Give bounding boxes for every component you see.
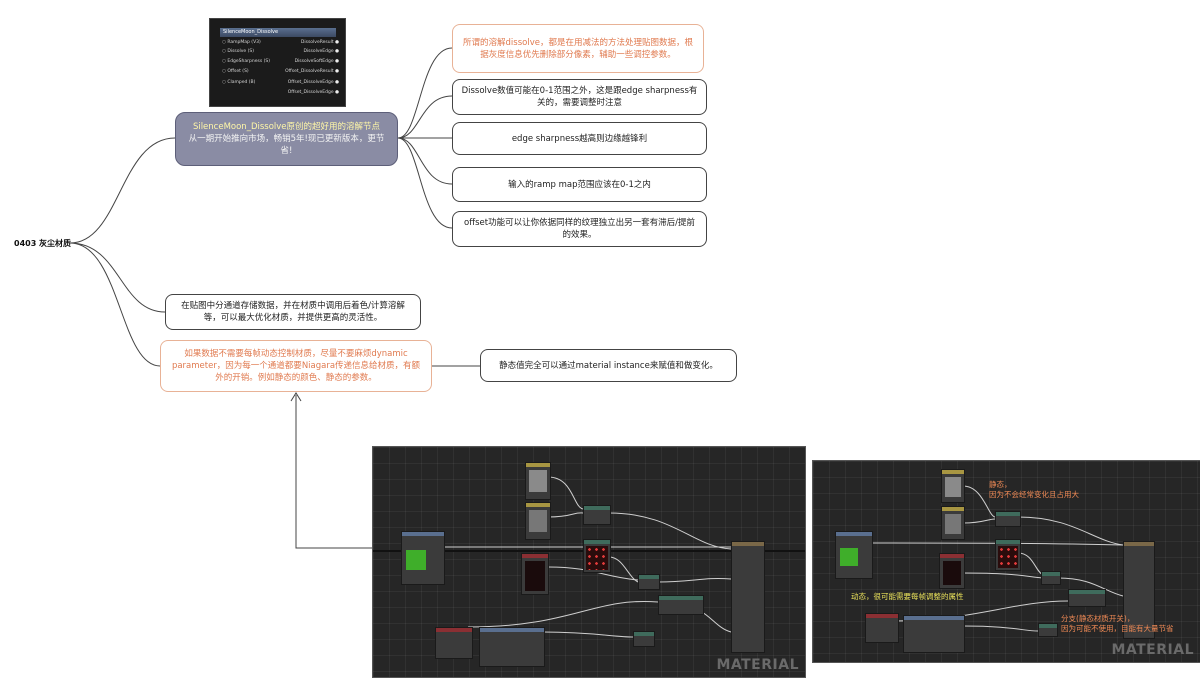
pin-dissolveedge: DissolveEdge bbox=[303, 49, 339, 55]
graph2-texture-sample-node bbox=[835, 531, 873, 579]
dissolve-node-title: SilenceMoon_Dissolve bbox=[220, 28, 336, 37]
graph2-dissolve-node bbox=[903, 615, 965, 653]
dissolve-node-line1: SilenceMoon_Dissolve原创的超好用的溶解节点 bbox=[192, 122, 381, 132]
graph1-math-node-2 bbox=[638, 574, 660, 590]
graph2-math-node-3 bbox=[1068, 589, 1106, 607]
graph2-wires bbox=[852, 485, 1124, 632]
graph2-dynamic-param-node bbox=[865, 613, 899, 643]
graph2-annotation-dynamic: 动态，很可能需要每帧调整的属性 bbox=[851, 592, 964, 601]
pin-dissolvesoftedge: DissolveSoftEdge bbox=[295, 59, 339, 65]
pin-offset-dissolveedge-2: Offset_DissolveEdge bbox=[288, 90, 339, 96]
graph2-math-node-1 bbox=[995, 511, 1021, 527]
pin-offset-dissolveresult: Offset_DissolveResult bbox=[285, 69, 339, 75]
graph1-texture-node-2 bbox=[525, 502, 551, 540]
graph2-annotation-static: 静态， 因为不会经常变化且占用大 bbox=[989, 480, 1079, 499]
note-material-instance: 静态值完全可以通过material instance来赋值和做变化。 bbox=[480, 349, 737, 382]
graph1-math-node-1 bbox=[583, 505, 611, 525]
pin-offset: Offset (S) bbox=[222, 69, 248, 75]
graph1-watermark: MATERIAL bbox=[716, 657, 799, 673]
pin-dissolveresult: DissolveResult bbox=[301, 40, 339, 46]
graph1-texture-sample-node bbox=[401, 531, 445, 585]
graph1-math-node-3 bbox=[658, 595, 704, 615]
pin-rampmap: RampMap (V3) bbox=[222, 40, 260, 46]
graph2-texture-node-1 bbox=[941, 469, 965, 503]
graph2-particle-color-node bbox=[939, 553, 965, 589]
note-dissolve-definition: 所谓的溶解dissolve，都是在用减法的方法处理贴图数据，根据灰度信息优先删除… bbox=[452, 24, 704, 73]
graph1-particle-color-node bbox=[521, 553, 549, 595]
graph1-dynamic-param-node bbox=[435, 627, 473, 659]
note-dissolve-range: Dissolve数值可能在0-1范围之外，这是跟edge sharpness有关… bbox=[452, 79, 707, 115]
pin-edgesharpness: EdgeSharpness (S) bbox=[222, 59, 270, 65]
graph2-red-dots-node bbox=[995, 539, 1021, 571]
root-topic: 0403 灰尘材质 bbox=[14, 239, 72, 248]
graph1-math-node-4 bbox=[633, 631, 655, 647]
note-offset-feature: offset功能可以让你依据同样的纹理独立出另一套有滞后/提前的效果。 bbox=[452, 211, 707, 247]
material-graph-screenshot-2: 静态， 因为不会经常变化且占用大 动态，很可能需要每帧调整的属性 分支(静态材质… bbox=[812, 460, 1200, 663]
graph2-math-node-2 bbox=[1041, 571, 1061, 585]
note-edge-sharpness: edge sharpness越高则边缘越锋利 bbox=[452, 122, 707, 155]
note-ramp-map-range: 输入的ramp map范围应该在0-1之内 bbox=[452, 167, 707, 202]
graph2-material-output-node bbox=[1123, 541, 1155, 639]
graph1-dissolve-node bbox=[479, 627, 545, 667]
graph1-texture-node-1 bbox=[525, 462, 551, 500]
dissolve-node-line2: 从一期开始推向市场，畅销5年!现已更新版本，更节省! bbox=[188, 134, 385, 156]
graph1-red-dots-node bbox=[583, 539, 611, 573]
graph2-math-node-4 bbox=[1038, 623, 1058, 637]
dissolve-node-topic: SilenceMoon_Dissolve原创的超好用的溶解节点 从一期开始推向市… bbox=[175, 112, 398, 166]
pin-clamped: Clamped (B) bbox=[222, 80, 255, 86]
note-channel-packing: 在贴图中分通道存储数据，并在材质中调用后着色/计算溶解等，可以最大优化材质，并提… bbox=[165, 294, 421, 330]
graph2-texture-node-2 bbox=[941, 506, 965, 540]
pin-offset-dissolveedge: Offset_DissolveEdge bbox=[288, 80, 339, 86]
dissolve-node-thumbnail: SilenceMoon_Dissolve RampMap (V3) Dissol… bbox=[209, 18, 346, 107]
material-graph-screenshot-1: MATERIAL bbox=[372, 446, 806, 678]
pin-dissolve: Dissolve (S) bbox=[222, 49, 254, 55]
graph2-watermark: MATERIAL bbox=[1111, 642, 1194, 658]
graph2-annotation-branch: 分支(静态材质开关)， 因为可能不使用，目能有大量节省 bbox=[1061, 614, 1174, 633]
note-dynamic-parameter: 如果数据不需要每帧动态控制材质，尽量不要麻烦dynamic parameter，… bbox=[160, 340, 432, 392]
graph1-material-output-node bbox=[731, 541, 765, 653]
